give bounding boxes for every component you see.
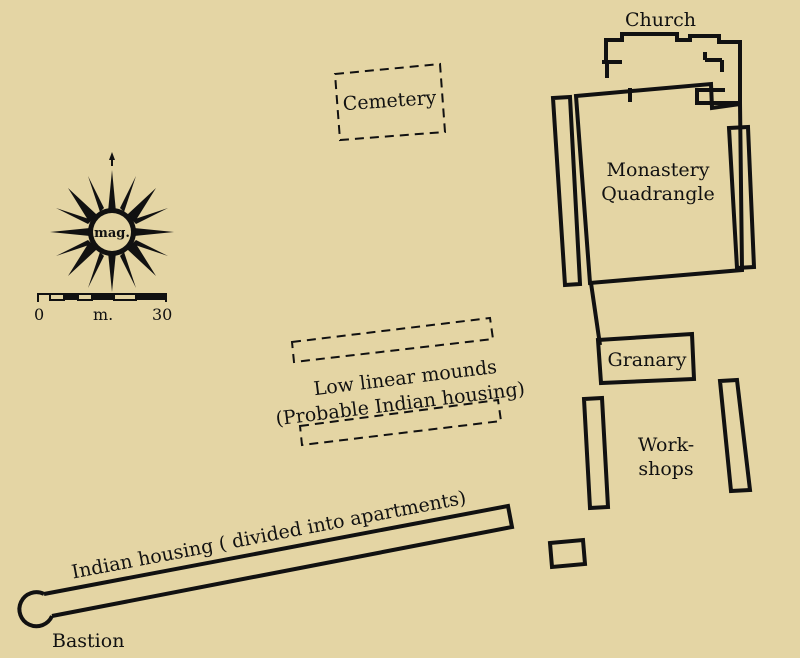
workshop-right-wall: [717, 377, 753, 494]
small-structure: [547, 537, 588, 570]
workshop-left-wall: [581, 395, 611, 511]
mound-upper-outline: [290, 316, 495, 364]
monastery-label-line2: Quadrangle: [601, 183, 714, 205]
scale-end-label: 30: [152, 305, 172, 324]
cemetery-outline: [333, 62, 447, 142]
compass-rose: mag.: [50, 152, 174, 292]
cemetery-label: Cemetery: [342, 87, 437, 116]
compass-label: mag.: [94, 226, 130, 241]
scale-start-label: 0: [34, 305, 44, 324]
bastion-label: Bastion: [52, 630, 124, 652]
granary-label: Granary: [608, 349, 687, 371]
mound-lower-outline: [298, 398, 503, 447]
indian-housing-outline: [17, 503, 515, 629]
granary-outline: [595, 331, 697, 386]
workshops-label-line1: Work-: [638, 434, 694, 456]
connecting-wall: [589, 282, 602, 346]
monastery-label-line1: Monastery: [607, 159, 710, 181]
monastery-quadrangle-outline: [550, 81, 757, 288]
scale-unit-label: m.: [93, 305, 113, 324]
workshops-label-line2: shops: [638, 458, 693, 480]
indian-housing-label: Indian housing ( divided into apartments…: [70, 487, 468, 584]
church-label: Church: [625, 9, 696, 31]
scale-bar: 0 m. 30: [34, 293, 172, 324]
